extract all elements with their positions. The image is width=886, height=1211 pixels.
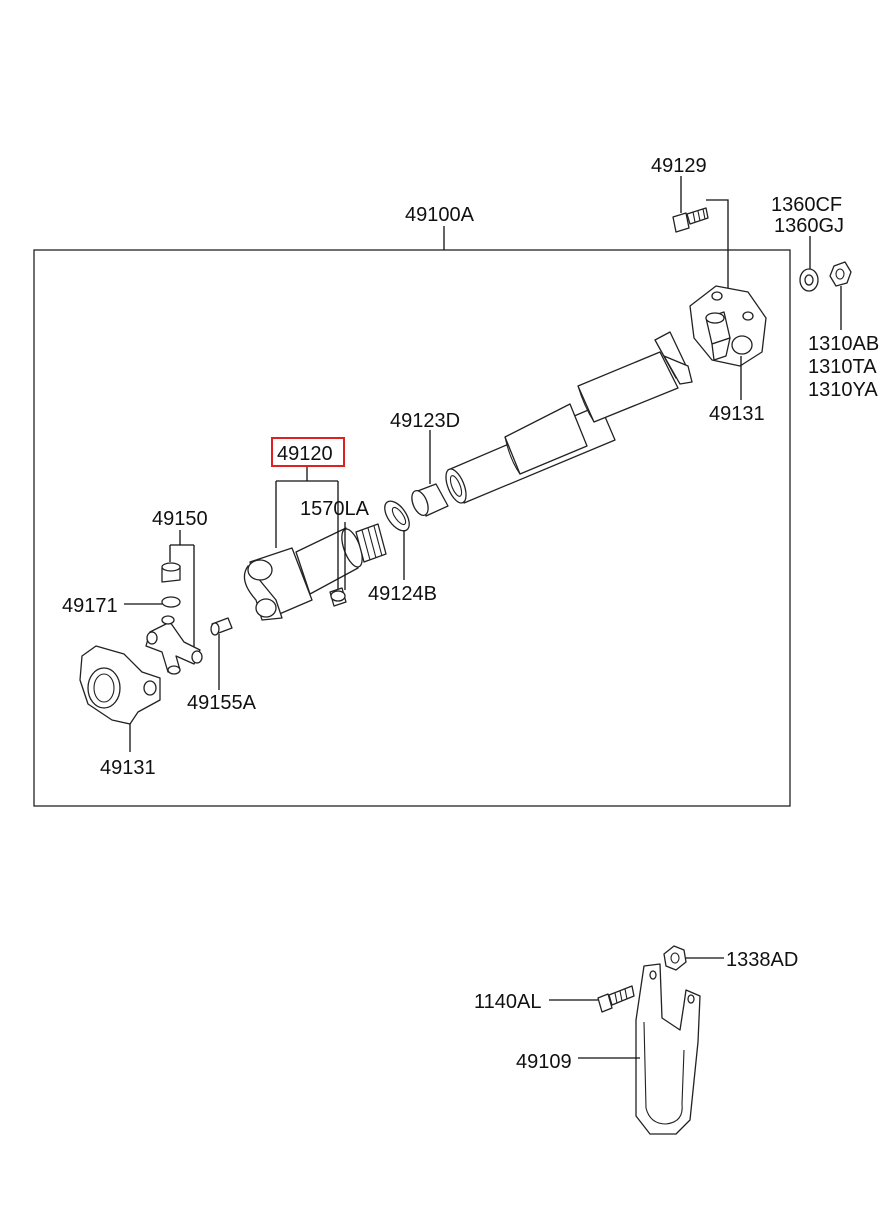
bolt-1140al[interactable] — [597, 985, 635, 1013]
label-49131-right[interactable]: 49131 — [709, 403, 765, 425]
nut-1338ad[interactable] — [663, 945, 687, 971]
label-49129[interactable]: 49129 — [651, 155, 707, 177]
label-49123d[interactable]: 49123D — [390, 410, 460, 432]
washer-1360[interactable] — [799, 268, 819, 292]
flange-right-49131[interactable] — [689, 285, 767, 367]
label-1338ad[interactable]: 1338AD — [726, 949, 798, 971]
label-1140al[interactable]: 1140AL — [474, 991, 541, 1013]
label-49150[interactable]: 49150 — [152, 508, 208, 530]
seal-49124b[interactable] — [380, 497, 414, 535]
flange-left-49131[interactable] — [79, 645, 161, 725]
label-49155a[interactable]: 49155A — [187, 692, 257, 714]
bearing-49123d[interactable] — [409, 483, 449, 518]
label-49109[interactable]: 49109 — [516, 1051, 572, 1073]
label-1360gj[interactable]: 1360GJ — [774, 215, 844, 237]
slip-yoke-49120[interactable] — [243, 523, 387, 621]
bolt-49129[interactable] — [672, 207, 709, 233]
highlight-box-49120 — [271, 437, 345, 467]
label-49100a[interactable]: 49100A — [405, 204, 475, 226]
label-1360cf[interactable]: 1360CF — [771, 194, 842, 216]
label-1310ta[interactable]: 1310TA — [808, 356, 877, 378]
grease-fitting-1570la[interactable] — [329, 587, 347, 607]
label-49124b[interactable]: 49124B — [368, 583, 437, 605]
label-1310ab[interactable]: 1310AB — [808, 333, 879, 355]
spider-cross[interactable] — [145, 615, 203, 675]
guard-49109[interactable] — [635, 963, 701, 1135]
label-49171[interactable]: 49171 — [62, 595, 118, 617]
label-1310ya[interactable]: 1310YA — [808, 379, 878, 401]
driveshaft-tube[interactable] — [442, 331, 693, 506]
label-49131-left[interactable]: 49131 — [100, 757, 156, 779]
bearing-cap-49150[interactable] — [161, 562, 181, 583]
nipple-49155a[interactable] — [210, 617, 233, 636]
label-49120[interactable]: 49120 — [277, 443, 333, 465]
snap-ring-49171[interactable] — [161, 596, 181, 608]
assembly-frame — [33, 249, 791, 807]
nut-1310[interactable] — [829, 261, 852, 287]
label-1570la[interactable]: 1570LA — [300, 498, 370, 520]
